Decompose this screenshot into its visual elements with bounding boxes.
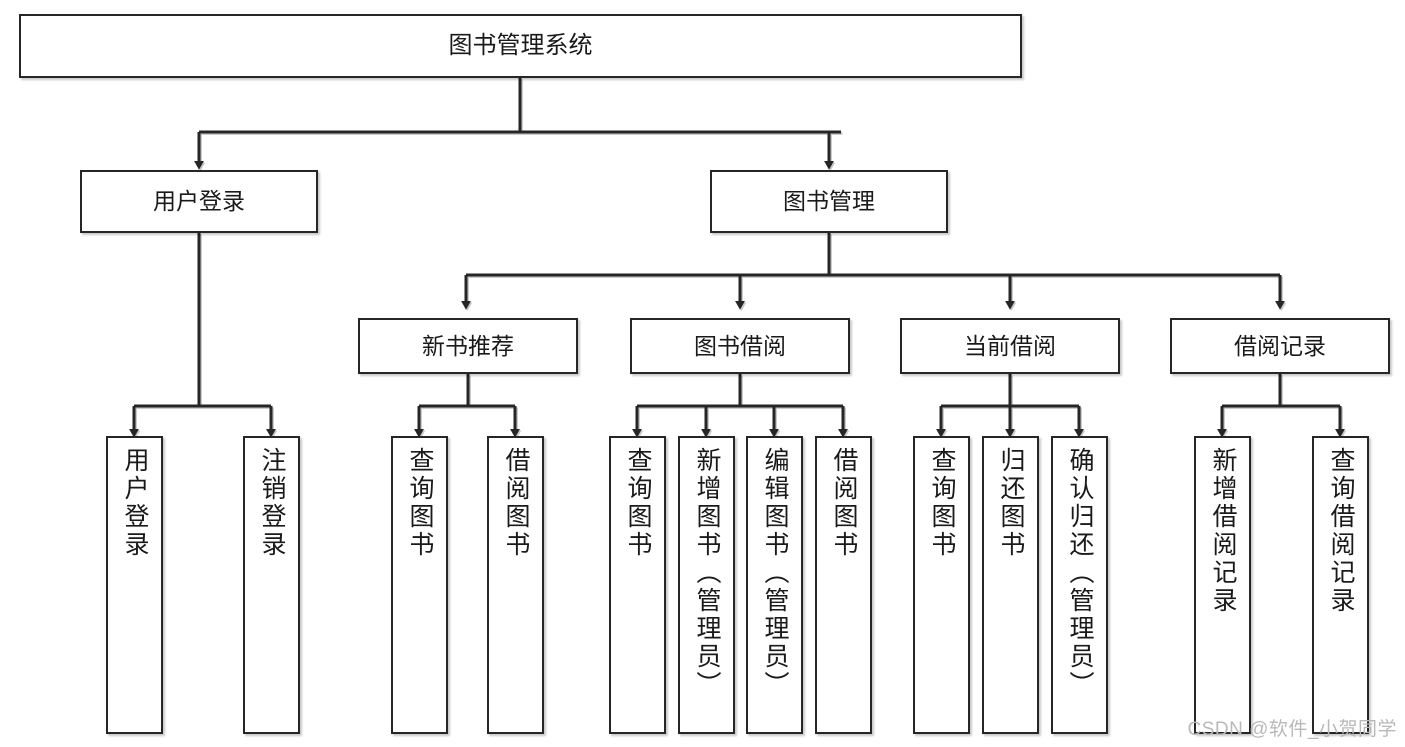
node-label: 借阅图书 bbox=[830, 447, 858, 559]
node-leaf-query-borrow-record[interactable]: 查询借阅记录 bbox=[1312, 436, 1369, 734]
node-label: 编辑图书（管理员） bbox=[761, 447, 789, 699]
node-leaf-query-book-borrow[interactable]: 查询图书 bbox=[609, 436, 666, 734]
node-label: 查询图书 bbox=[406, 447, 434, 559]
node-label: 确认归还（管理员） bbox=[1066, 447, 1094, 699]
node-new-book-recommend[interactable]: 新书推荐 bbox=[358, 318, 578, 374]
node-leaf-logout[interactable]: 注销登录 bbox=[243, 436, 300, 734]
node-user-login[interactable]: 用户登录 bbox=[80, 170, 318, 233]
node-root-system[interactable]: 图书管理系统 bbox=[19, 14, 1022, 78]
node-current-borrow[interactable]: 当前借阅 bbox=[900, 318, 1120, 374]
node-leaf-borrow-book-recommend[interactable]: 借阅图书 bbox=[487, 436, 544, 734]
node-leaf-confirm-return-admin[interactable]: 确认归还（管理员） bbox=[1051, 436, 1108, 734]
node-label: 查询借阅记录 bbox=[1327, 447, 1355, 615]
node-label: 新书推荐 bbox=[422, 332, 514, 359]
node-label: 新增借阅记录 bbox=[1209, 447, 1237, 615]
node-label: 用户登录 bbox=[121, 447, 149, 559]
node-label: 归还图书 bbox=[997, 447, 1025, 559]
node-leaf-query-book-recommend[interactable]: 查询图书 bbox=[391, 436, 448, 734]
node-book-borrow[interactable]: 图书借阅 bbox=[630, 318, 850, 374]
watermark-text: CSDN @软件_小贺同学 bbox=[1187, 719, 1397, 740]
node-label: 当前借阅 bbox=[964, 332, 1056, 359]
node-label: 新增图书（管理员） bbox=[693, 447, 721, 699]
node-label: 借阅图书 bbox=[502, 447, 530, 559]
node-leaf-query-book-current[interactable]: 查询图书 bbox=[913, 436, 970, 734]
node-label: 查询图书 bbox=[624, 447, 652, 559]
node-leaf-return-book[interactable]: 归还图书 bbox=[982, 436, 1039, 734]
node-leaf-add-book-admin[interactable]: 新增图书（管理员） bbox=[678, 436, 735, 734]
node-label: 查询图书 bbox=[928, 447, 956, 559]
node-borrow-records[interactable]: 借阅记录 bbox=[1170, 318, 1390, 374]
node-book-management[interactable]: 图书管理 bbox=[710, 170, 948, 233]
node-leaf-add-borrow-record[interactable]: 新增借阅记录 bbox=[1194, 436, 1251, 734]
node-label: 用户登录 bbox=[153, 188, 245, 215]
node-label: 注销登录 bbox=[258, 447, 286, 559]
node-leaf-borrow-book[interactable]: 借阅图书 bbox=[815, 436, 872, 734]
node-label: 图书管理 bbox=[783, 188, 875, 215]
node-label: 图书管理系统 bbox=[448, 32, 593, 60]
node-label: 图书借阅 bbox=[694, 332, 786, 359]
node-label: 借阅记录 bbox=[1234, 332, 1326, 359]
node-leaf-edit-book-admin[interactable]: 编辑图书（管理员） bbox=[746, 436, 803, 734]
node-leaf-user-login[interactable]: 用户登录 bbox=[106, 436, 163, 734]
